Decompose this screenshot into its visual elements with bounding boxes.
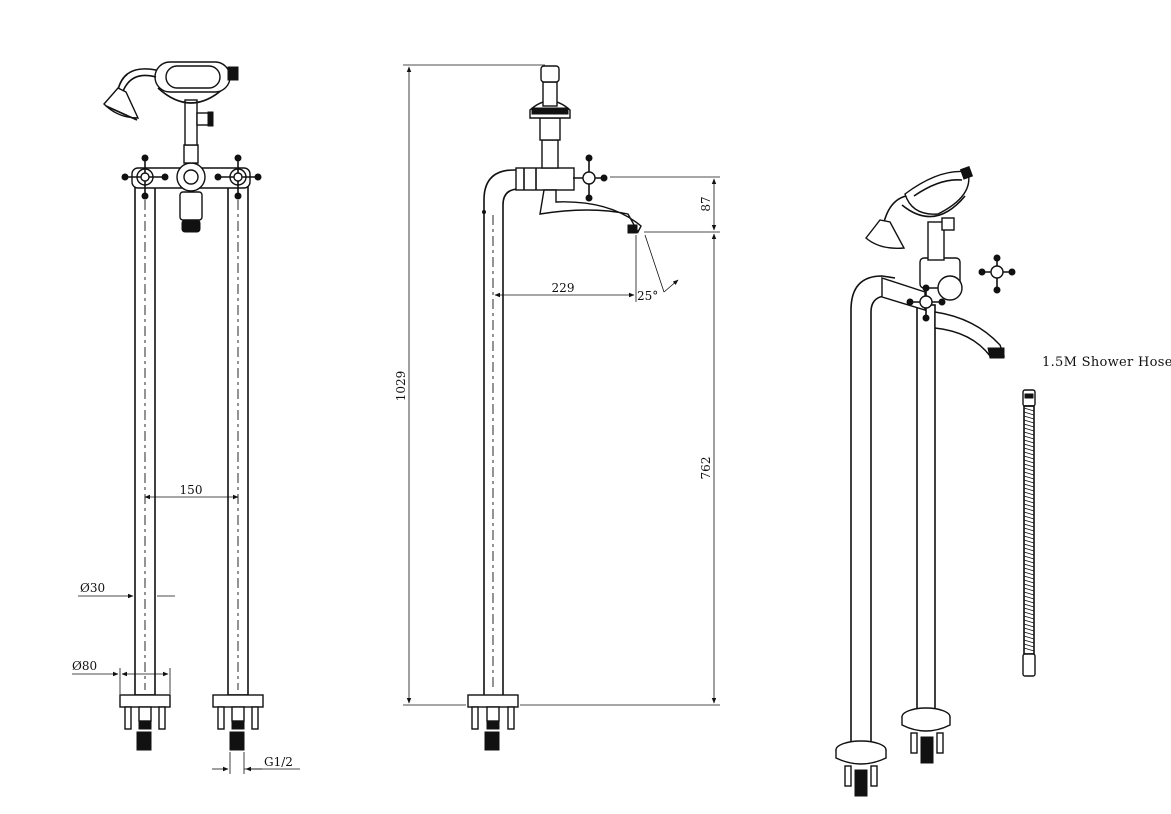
left-cross-handle [121,154,169,200]
dim-spout-reach: 229 [494,235,637,302]
front-view: 150 Ø30 Ø80 G1/2 [72,61,300,774]
right-cross-handle [214,154,262,200]
dim-base-diameter: Ø80 [72,659,171,694]
iso-right-handle [978,254,1016,294]
dim-pipe-diameter: Ø30 [78,581,175,599]
side-view: 1029 229 25° 87 762 [394,64,720,751]
side-cross-handle [573,154,608,202]
shower-hose: 1.5M Shower Hose [1022,355,1171,677]
svg-text:G1/2: G1/2 [264,755,293,769]
svg-text:762: 762 [699,457,713,480]
svg-text:87: 87 [699,196,713,211]
svg-text:229: 229 [552,281,575,295]
svg-text:Ø30: Ø30 [80,581,105,595]
right-fittings [217,706,259,751]
svg-text:1.5M Shower Hose: 1.5M Shower Hose [1042,355,1171,370]
dim-spout-angle: 25° [637,234,679,303]
isometric-view [835,165,1016,797]
dim-spout-height: 762 [520,233,720,706]
left-fittings [124,706,166,751]
iso-left-handle [906,284,946,322]
dim-total-height: 1029 [394,64,545,706]
svg-text:Ø80: Ø80 [72,659,97,673]
dim-thread: G1/2 [212,752,300,774]
svg-text:1029: 1029 [394,371,408,402]
front-handset [103,61,239,121]
dim-pipe-spacing: 150 [144,483,239,500]
dim-handle-to-spout: 87 [610,176,720,233]
svg-text:150: 150 [180,483,203,497]
iso-handset [865,165,974,249]
svg-text:25°: 25° [637,289,658,303]
